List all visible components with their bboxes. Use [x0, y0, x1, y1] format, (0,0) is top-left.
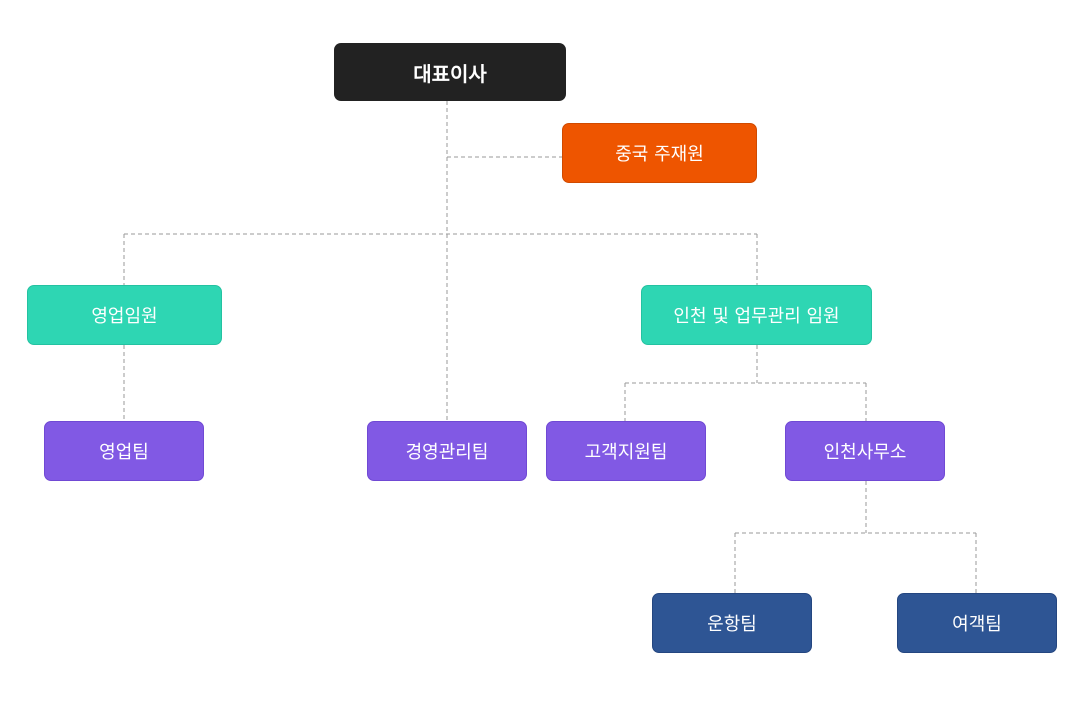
passenger-team-box: 여객팀: [897, 593, 1057, 653]
sales-exec-box: 영업임원: [27, 285, 222, 345]
sales-team-box: 영업팀: [44, 421, 204, 481]
operations-team-box: 운항팀: [652, 593, 812, 653]
management-team-box: 경영관리팀: [367, 421, 527, 481]
ceo-box: 대표이사: [334, 43, 566, 101]
incheon-office-box: 인천사무소: [785, 421, 945, 481]
incheon-exec-box: 인천 및 업무관리 임원: [641, 285, 872, 345]
customer-support-team-box: 고객지원팀: [546, 421, 706, 481]
china-rep-box: 중국 주재원: [562, 123, 757, 183]
